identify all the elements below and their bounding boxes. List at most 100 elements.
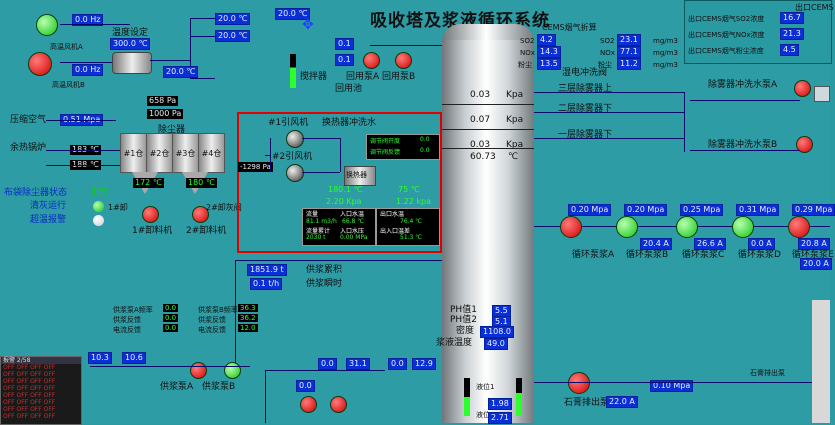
circA-pressure: 0.20 Mpa: [568, 204, 612, 216]
fan-inlet-pressure: -1298 Pa: [238, 162, 273, 172]
nox-unit: mg/m3: [653, 49, 678, 57]
fan2-label: #2引风机: [272, 152, 313, 162]
feeder1-short: 1#卸: [108, 203, 128, 212]
gypsum-valve-2[interactable]: [740, 396, 750, 403]
reuse-pump-label: 回用泵A 回用泵B: [346, 72, 416, 82]
gypsum-pump-a-icon[interactable]: [568, 372, 590, 394]
ph2-label: PH值2: [450, 315, 477, 325]
fanA-icon[interactable]: [36, 14, 58, 36]
out-so2-label: 出口CEMS烟气SO2浓度: [688, 15, 765, 23]
side-button[interactable]: [814, 86, 830, 102]
alarm-panel-header: 报警 2/58: [1, 357, 81, 364]
fan2-icon[interactable]: [286, 164, 304, 182]
circB-icon[interactable]: [616, 216, 638, 238]
compressed-air-label: 压缩空气: [10, 115, 47, 125]
circA-current: 20.4 A: [640, 238, 672, 250]
feeder1-icon[interactable]: [142, 206, 159, 223]
supply-pump-a-icon[interactable]: [190, 362, 207, 379]
layer1-label: 一层除雾器下: [558, 130, 613, 140]
level2-label: 液位2: [476, 411, 495, 419]
feeder2-icon[interactable]: [192, 206, 209, 223]
reuse-pool-label: 回用池: [335, 84, 363, 94]
hx-press-2: 1.22 kpa: [396, 197, 431, 206]
out-dust: 4.5: [780, 44, 799, 56]
supplyB-fb: 36.2: [238, 314, 258, 322]
layer2-label: 二层除雾器下: [558, 104, 613, 114]
cems-nox-r: 77.1: [617, 46, 641, 58]
nox-label: NOx: [520, 49, 535, 57]
reuse-pump-b-icon[interactable]: [395, 52, 412, 69]
alarm-row: OFF OFF OFF OFF: [3, 413, 56, 420]
fanB-label: 高温风机B: [52, 81, 85, 89]
supply-pump-b-label: 供浆泵B: [202, 382, 236, 392]
circD-icon[interactable]: [732, 216, 754, 238]
stirrer-icon[interactable]: ✥: [302, 17, 314, 33]
supplyA-freq-label: 供浆泵A频率: [113, 306, 153, 314]
silo-3-label: #3仓: [175, 149, 196, 158]
temp-set-value[interactable]: 300.0 ℃: [110, 38, 151, 50]
dust-status-label: 布袋除尘器状态: [4, 188, 68, 198]
reuse-pump-a-icon[interactable]: [363, 52, 380, 69]
supply-pump-b-icon[interactable]: [224, 362, 241, 379]
supply-inst-label: 供浆瞬时: [306, 279, 343, 289]
alarm-panel[interactable]: 报警 2/58 OFF OFF OFF OFF OFF OFF OFF OFF …: [0, 356, 82, 425]
fanB-icon[interactable]: [28, 52, 52, 76]
circC-icon[interactable]: [676, 216, 698, 238]
cems-nox: 14.3: [537, 46, 561, 58]
gypsum-valve-1[interactable]: [740, 378, 750, 385]
circC-pressure: 0.25 Mpa: [680, 204, 724, 216]
wash-valve-4[interactable]: [540, 134, 550, 141]
bottom-tank-value: 0.0: [296, 380, 315, 392]
fan1-icon[interactable]: [286, 130, 304, 148]
tower-p2-unit: Kpa: [506, 115, 524, 125]
out-dust-label: 出口CEMS烟气粉尘浓度: [688, 47, 764, 55]
dust-collector: #1仓 #2仓 #3仓 #4仓: [120, 133, 225, 205]
density-label: 密度: [456, 326, 475, 336]
cems-outlet-label: 出口CEMS: [795, 3, 834, 12]
th-out-press: 出入口温差: [380, 228, 411, 235]
hopper-pressure: 658 Pa: [147, 96, 179, 106]
wash-valve-2[interactable]: [540, 88, 550, 95]
so2-unit: mg/m3: [653, 37, 678, 45]
hx-press-1: 2.20 Kpa: [326, 197, 362, 206]
circE-icon[interactable]: [788, 216, 810, 238]
outlet-cems-panel: [684, 0, 832, 64]
th-in-press: 入口水压: [340, 228, 365, 235]
so2-label: SO2: [520, 37, 535, 45]
absorption-tower: [442, 40, 534, 423]
alarm-row: OFF OFF OFF OFF: [3, 399, 56, 406]
valve-feedback-label: 调节阀反馈: [370, 149, 401, 156]
hx-valve-icon[interactable]: [352, 137, 362, 144]
mist-washA-icon[interactable]: [794, 80, 811, 97]
circA-label: 循环泵浆A: [572, 250, 615, 260]
supplyB-cur-label: 电流反馈: [198, 326, 226, 334]
supplyA-freq[interactable]: 0.0: [163, 304, 179, 312]
tbl-out-temp: 76.4 ℃: [398, 218, 425, 226]
alarm-row: OFF OFF OFF OFF: [3, 364, 56, 371]
supply-valve-2[interactable]: [185, 338, 195, 345]
bottom-pump-1[interactable]: [300, 396, 317, 413]
tower-temp: 60.73: [470, 152, 496, 162]
supply-valve-3[interactable]: [225, 338, 235, 345]
alarm-row: OFF OFF OFF OFF: [3, 406, 56, 413]
bottom-pump-2[interactable]: [330, 396, 347, 413]
gypsum-out-label: 石膏排出泵: [750, 369, 785, 377]
supplyB-freq[interactable]: 36.3: [238, 304, 258, 312]
mist-washB-icon[interactable]: [796, 136, 813, 153]
cleaning-indicator: [93, 201, 104, 212]
silo-2-label: #2仓: [149, 149, 170, 158]
tbl-total: 2030 t: [304, 234, 328, 242]
hx-temp-1: 180.1 ℃: [328, 185, 363, 194]
tower-p1-unit: Kpa: [506, 140, 524, 150]
silo-1-label: #1仓: [123, 149, 144, 158]
circA-icon[interactable]: [560, 216, 582, 238]
supply-total-value: 1851.9 t: [247, 264, 287, 276]
wash-valve-1[interactable]: [540, 72, 550, 79]
tbl-in-temp: 66.8 ℃: [340, 218, 367, 226]
th-flow: 流量: [306, 211, 319, 218]
supply-valve-1[interactable]: [152, 338, 162, 345]
circB-pressure: 0.20 Mpa: [624, 204, 668, 216]
wash-valve-3[interactable]: [540, 108, 550, 115]
supply-inst-value: 0.1 t/h: [250, 278, 283, 290]
